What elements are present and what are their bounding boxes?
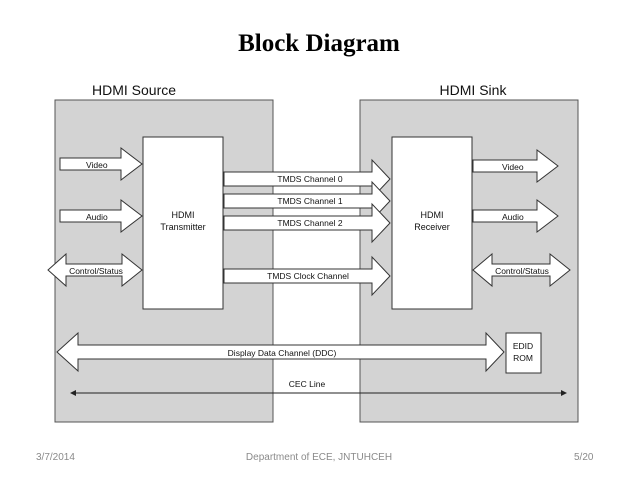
receiver-label-line2: Receiver: [414, 222, 450, 232]
tmds-channel-2-label: TMDS Channel 2: [277, 218, 342, 228]
source-audio-arrow: Audio: [59, 198, 143, 234]
rom-label: ROM: [513, 353, 533, 363]
source-control-status-arrow: Control/Status: [47, 252, 143, 288]
cec-label: CEC Line: [289, 379, 326, 389]
ddc-arrow: Display Data Channel (DDC): [56, 331, 505, 373]
edid-rom-box: [505, 332, 542, 374]
footer-department: Department of ECE, JNTUHCEH: [245, 452, 393, 463]
source-control-status-label: Control/Status: [69, 266, 123, 276]
edid-label: EDID: [513, 341, 533, 351]
tmds-clock-channel-label: TMDS Clock Channel: [267, 271, 349, 281]
sink-audio-label: Audio: [502, 212, 524, 222]
sink-audio-arrow: Audio: [472, 198, 559, 234]
footer-date: 3/7/2014: [36, 452, 75, 463]
hdmi-receiver-box: [391, 136, 473, 310]
tmds-channel-1-arrow: TMDS Channel 1: [223, 180, 391, 222]
tmds-channel-1-label: TMDS Channel 1: [277, 196, 342, 206]
hdmi-transmitter-box: [142, 136, 224, 310]
tmds-clock-channel-arrow: TMDS Clock Channel: [223, 255, 391, 297]
source-audio-label: Audio: [86, 212, 108, 222]
transmitter-label-line1: HDMI: [172, 210, 195, 220]
source-video-arrow: Video: [59, 146, 143, 182]
sink-control-status-arrow: Control/Status: [472, 252, 571, 288]
footer-page-number: 5/20: [574, 452, 594, 463]
slide-title: Block Diagram: [238, 30, 400, 57]
sink-video-arrow: Video: [472, 148, 559, 184]
tmds-channel-2-arrow: TMDS Channel 2: [223, 202, 391, 244]
source-video-label: Video: [86, 160, 108, 170]
receiver-label-line1: HDMI: [421, 210, 444, 220]
tmds-channel-0-arrow: TMDS Channel 0: [223, 158, 391, 200]
hdmi-sink-label: HDMI Sink: [440, 82, 508, 98]
hdmi-source-label: HDMI Source: [92, 82, 176, 98]
sink-video-label: Video: [502, 162, 524, 172]
transmitter-label-line2: Transmitter: [160, 222, 205, 232]
tmds-channel-0-label: TMDS Channel 0: [277, 174, 342, 184]
ddc-label: Display Data Channel (DDC): [228, 348, 337, 358]
sink-control-status-label: Control/Status: [495, 266, 549, 276]
